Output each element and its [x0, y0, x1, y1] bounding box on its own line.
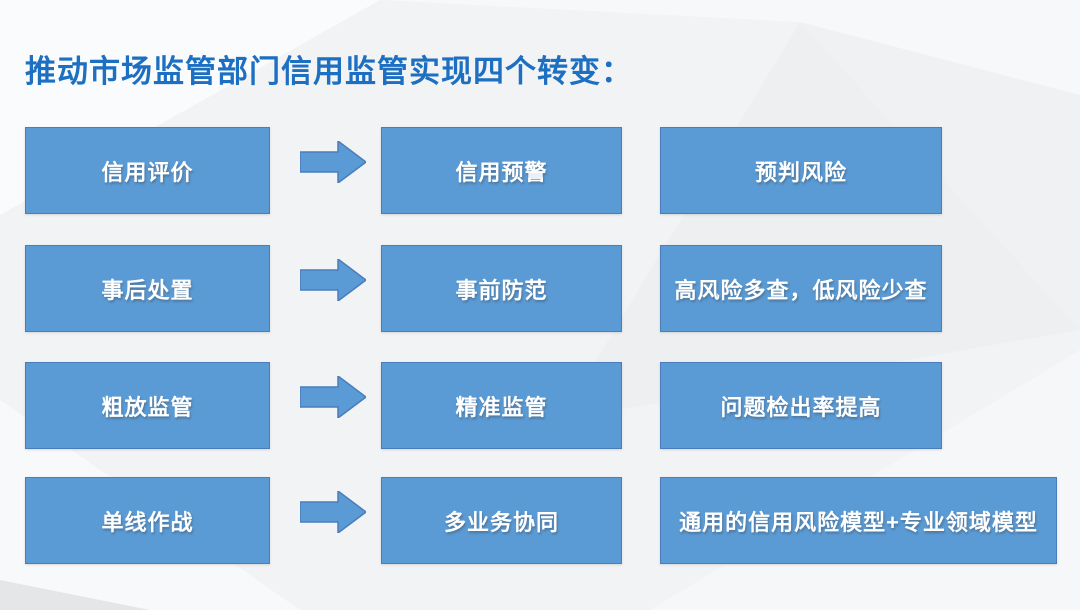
right-block-arrow-icon [300, 376, 366, 418]
transform-row-3: 粗放监管 精准监管 问题检出率提高 [0, 362, 1080, 449]
right-block-arrow-icon [300, 141, 366, 183]
to-box: 信用预警 [381, 127, 622, 214]
from-box: 粗放监管 [25, 362, 270, 449]
from-box: 单线作战 [25, 477, 270, 564]
result-box: 预判风险 [660, 127, 942, 214]
transform-row-4: 单线作战 多业务协同 通用的信用风险模型+专业领域模型 [0, 477, 1080, 564]
slide-title: 推动市场监管部门信用监管实现四个转变： [25, 54, 633, 89]
to-box: 事前防范 [381, 245, 622, 332]
result-box: 问题检出率提高 [660, 362, 942, 449]
to-box: 多业务协同 [381, 477, 622, 564]
right-block-arrow-icon [300, 491, 366, 533]
to-box: 精准监管 [381, 362, 622, 449]
from-box: 信用评价 [25, 127, 270, 214]
from-box: 事后处置 [25, 245, 270, 332]
right-block-arrow-icon [300, 259, 366, 301]
transform-row-1: 信用评价 信用预警 预判风险 [0, 127, 1080, 214]
result-box: 高风险多查，低风险少查 [660, 245, 942, 332]
transform-row-2: 事后处置 事前防范 高风险多查，低风险少查 [0, 245, 1080, 332]
result-box: 通用的信用风险模型+专业领域模型 [660, 477, 1057, 564]
